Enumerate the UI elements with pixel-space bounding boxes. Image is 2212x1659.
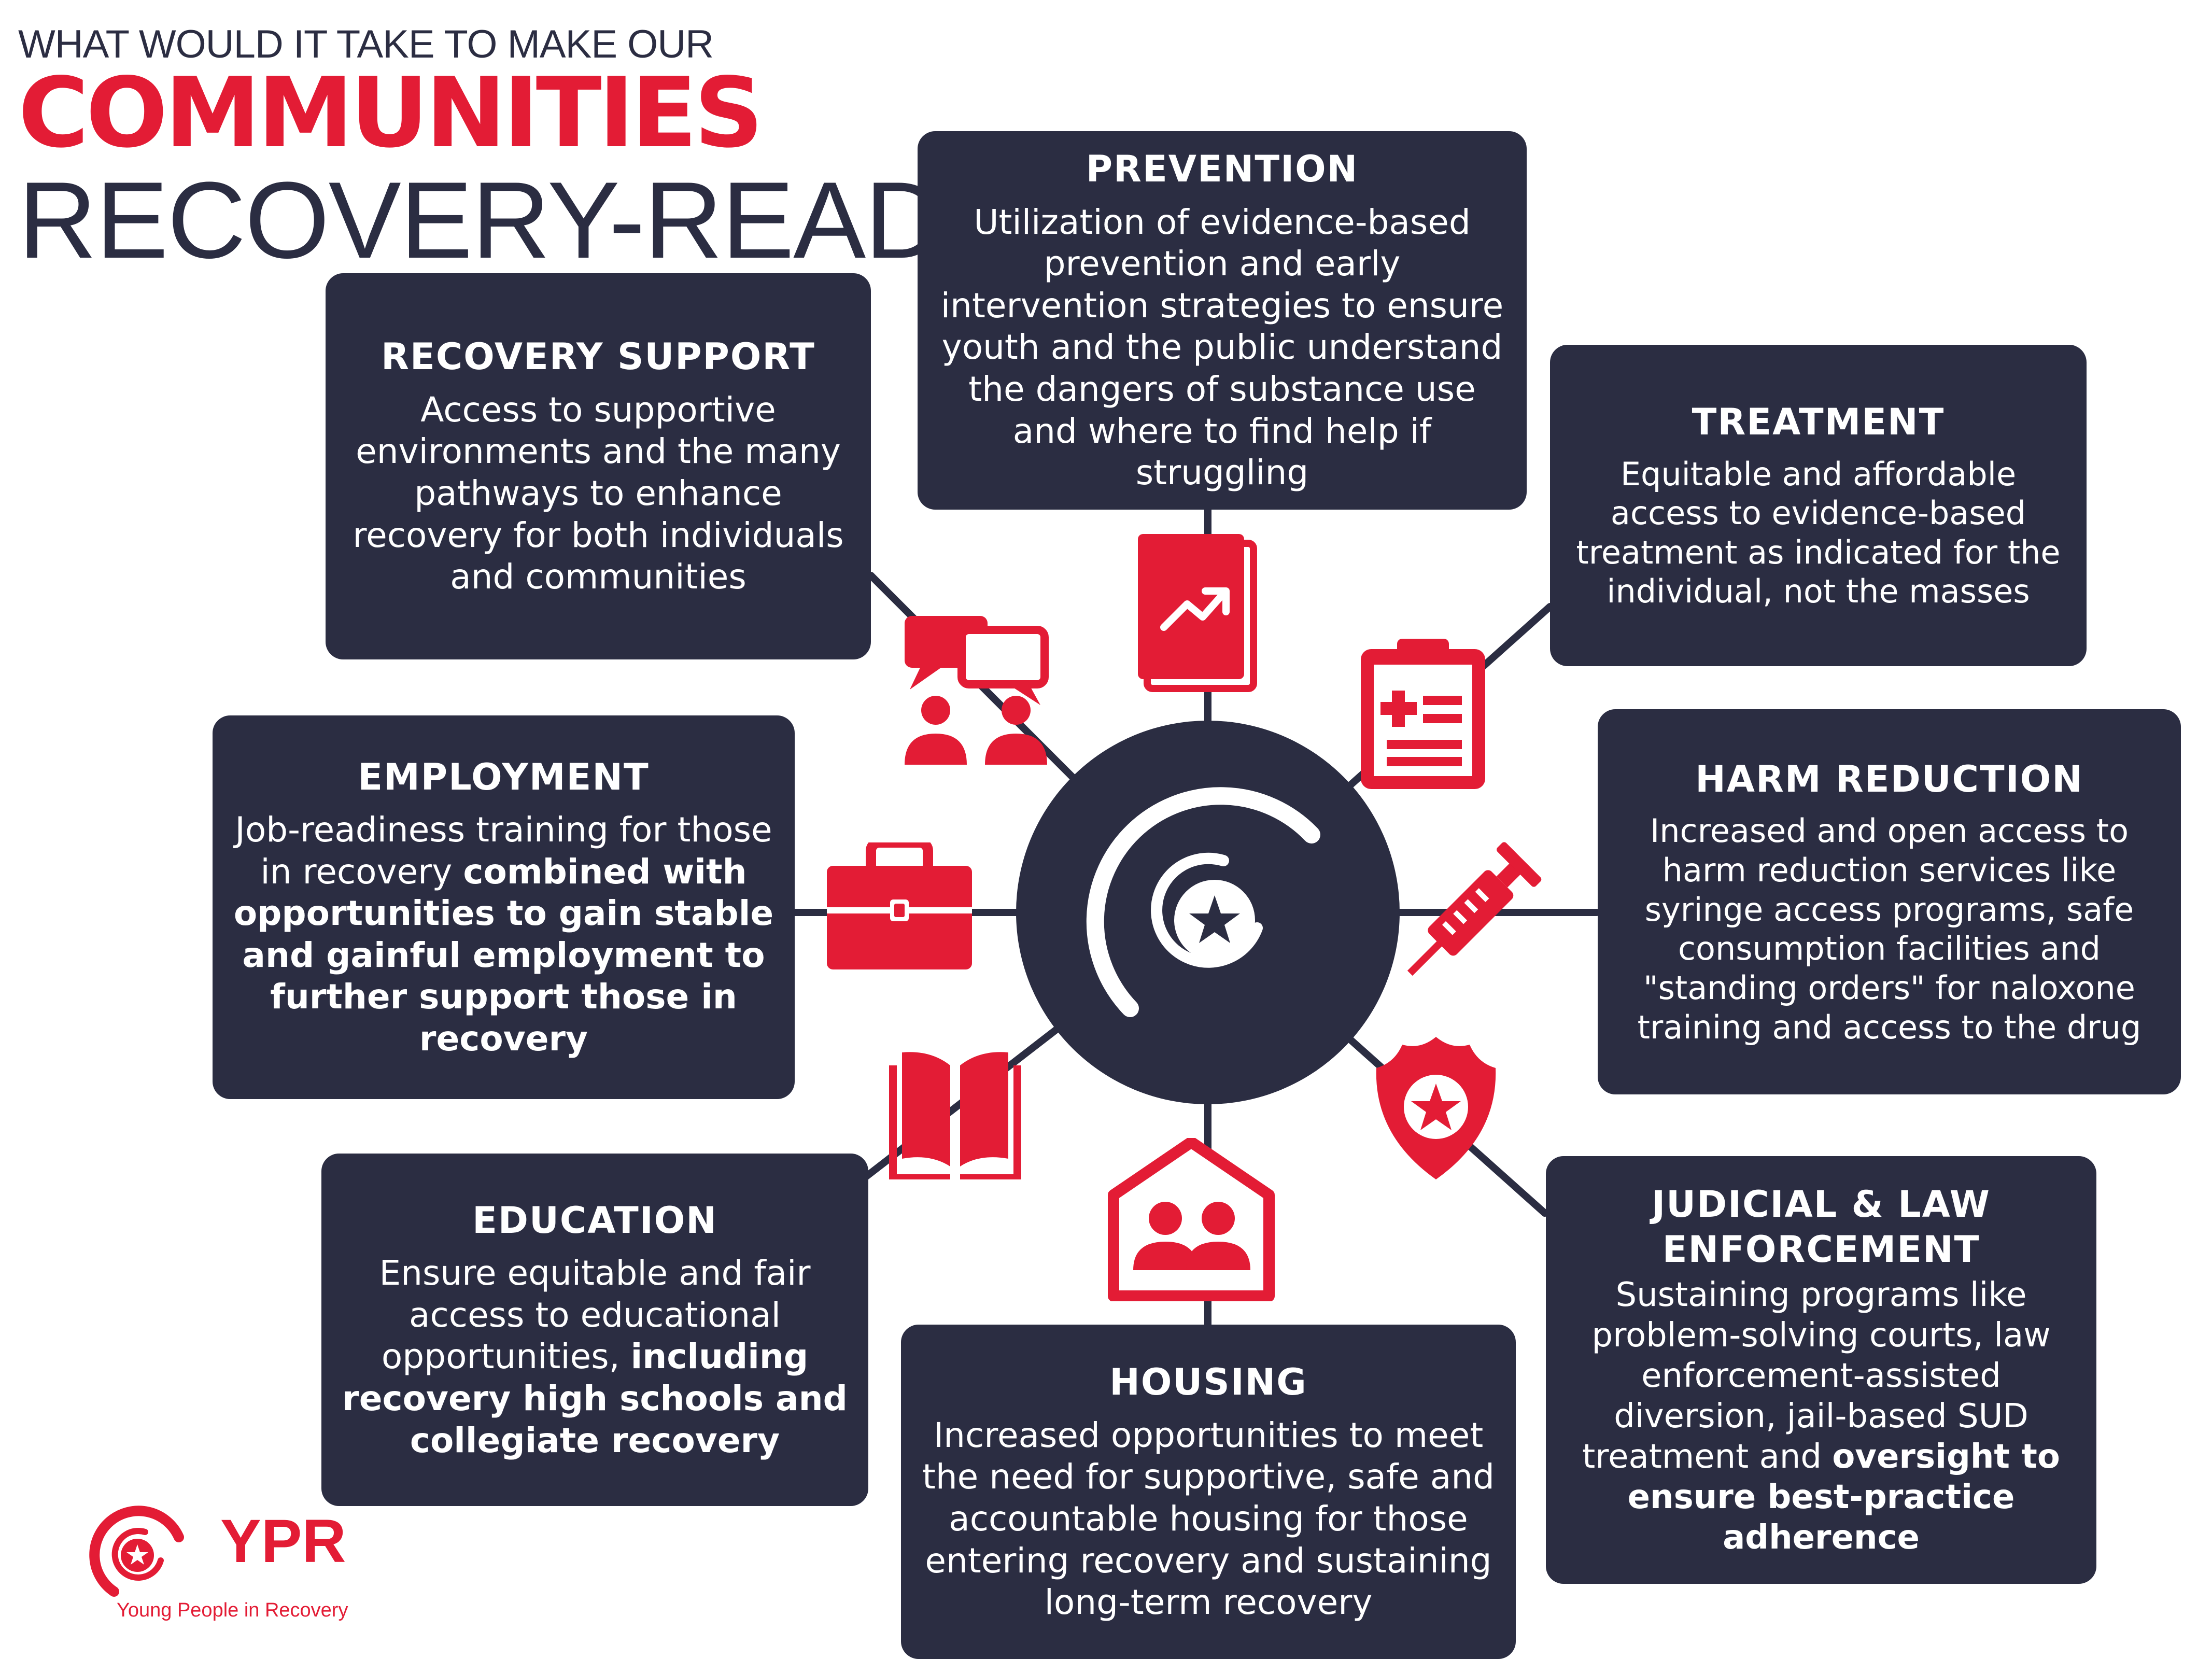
card-body: Increased and open access to harm reduct… xyxy=(1637,812,2141,1046)
card-housing: HOUSING Increased opportunities to meet … xyxy=(901,1325,1516,1659)
card-title: RECOVERY SUPPORT xyxy=(381,335,815,378)
medical-clipboard-icon xyxy=(1361,639,1485,789)
header-title-recovery-ready: RECOVERY-READY xyxy=(18,159,1015,281)
conversation-people-icon xyxy=(905,616,1049,765)
ypr-star-swirl-icon xyxy=(1086,787,1320,1017)
card-body: Equitable and affordable access to evide… xyxy=(1576,455,2061,611)
card-title: TREATMENT xyxy=(1692,401,1945,443)
card-treatment: TREATMENT Equitable and affordable acces… xyxy=(1550,345,2087,666)
card-body-plain: Ensure equitable and fair access to educ… xyxy=(379,1253,811,1377)
card-employment: EMPLOYMENT Job-readiness training for th… xyxy=(213,715,795,1099)
card-prevention: PREVENTION Utilization of evidence-based… xyxy=(918,131,1527,510)
card-judicial: JUDICIAL & LAW ENFORCEMENT Sustaining pr… xyxy=(1546,1156,2096,1584)
card-title: HARM REDUCTION xyxy=(1695,757,2083,800)
card-recovery-support: RECOVERY SUPPORT Access to supportive en… xyxy=(326,273,871,659)
house-people-icon xyxy=(1108,1138,1275,1301)
card-body: Sustaining programs like problem-solving… xyxy=(1567,1275,2076,1558)
ypr-logo-icon xyxy=(89,1506,184,1597)
card-body: Ensure equitable and fair access to educ… xyxy=(342,1253,848,1461)
card-title: PREVENTION xyxy=(1086,148,1359,191)
card-title: HOUSING xyxy=(1109,1361,1307,1404)
card-body-plain: Sustaining programs like problem-solving… xyxy=(1582,1275,2051,1477)
card-title: EDUCATION xyxy=(472,1199,717,1242)
logo-wordmark: YPR xyxy=(220,1507,346,1576)
syringe-icon xyxy=(1407,842,1542,976)
card-body: Increased opportunities to meet the need… xyxy=(922,1415,1495,1623)
card-body-bold: combined with opportunities to gain stab… xyxy=(233,851,774,1059)
card-title: EMPLOYMENT xyxy=(358,755,650,798)
center-hub xyxy=(1016,721,1400,1104)
badge-shield-icon xyxy=(1376,1037,1496,1179)
card-body: Utilization of evidence-based prevention… xyxy=(940,202,1504,493)
open-book-icon xyxy=(889,1052,1021,1179)
card-harm-reduction: HARM REDUCTION Increased and open access… xyxy=(1598,709,2181,1094)
ypr-logo: YPR Young People in Recovery xyxy=(83,1501,425,1641)
header-title-communities: COMMUNITIES xyxy=(18,57,764,169)
card-body-bold: including recovery high schools and coll… xyxy=(342,1337,848,1460)
card-body-plain: Job-readiness training for those in reco… xyxy=(235,810,772,892)
card-education: EDUCATION Ensure equitable and fair acce… xyxy=(321,1154,868,1506)
card-body-bold: oversight to ensure best-practice adhere… xyxy=(1627,1438,2060,1557)
logo-tagline: Young People in Recovery xyxy=(117,1599,348,1621)
header-subtitle: WHAT WOULD IT TAKE TO MAKE OUR xyxy=(18,22,714,66)
card-title: JUDICIAL & LAW ENFORCEMENT xyxy=(1652,1183,1991,1271)
card-body: Job-readiness training for those in reco… xyxy=(233,809,774,1060)
growth-book-icon xyxy=(1138,534,1257,692)
card-body: Access to supportive environments and th… xyxy=(353,389,844,597)
briefcase-icon xyxy=(827,842,972,969)
